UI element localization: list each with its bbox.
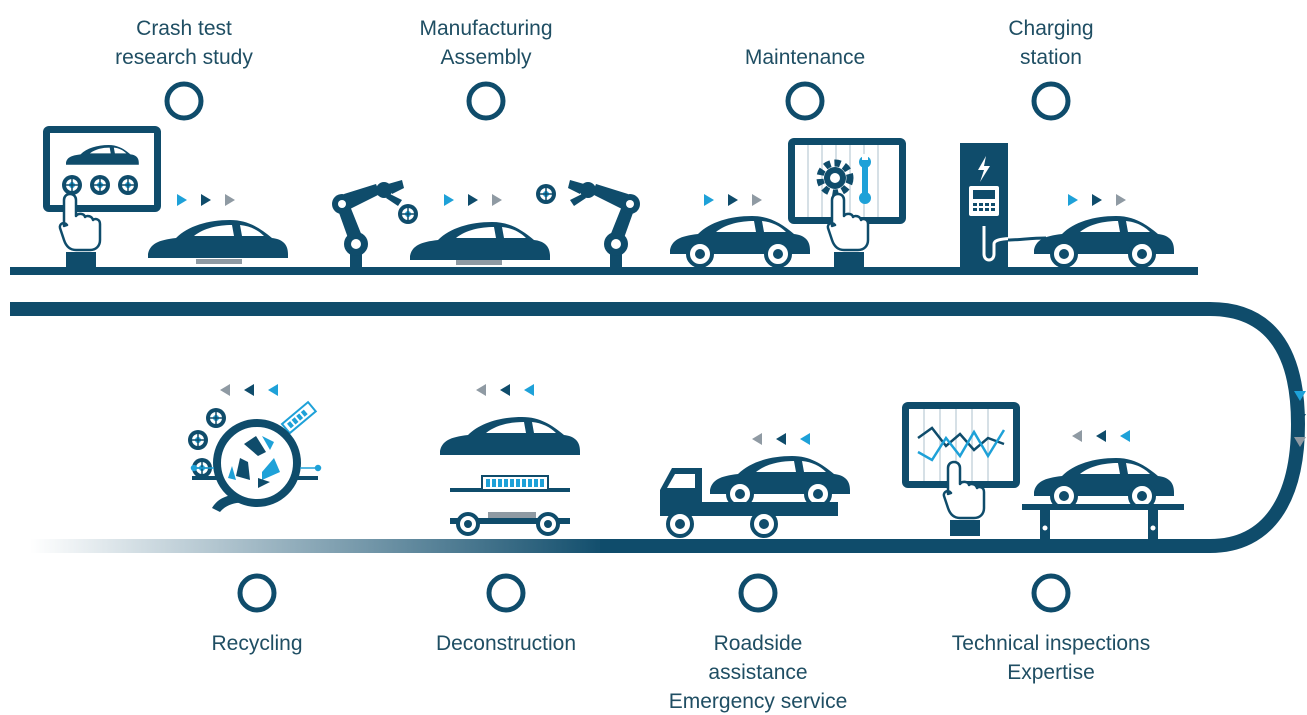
label-manufacturing-line2: Assembly: [440, 46, 532, 69]
arrows-left-icon: [220, 384, 278, 396]
label-deconstruction-line1: Deconstruction: [435, 632, 577, 655]
label-roadside: Roadside assistance Emergency service: [669, 629, 848, 715]
car-icon: [148, 220, 288, 258]
marker-roadside: [738, 573, 778, 613]
label-recycling: Recycling: [211, 629, 302, 658]
top-conveyor-line: [10, 267, 1198, 275]
label-crash-test-line1: Crash test: [136, 17, 232, 40]
car-icon: [670, 216, 810, 266]
stage-markers: [164, 81, 1071, 613]
label-crash-test-line2: research study: [115, 46, 253, 69]
robot-arm-icon: [332, 180, 404, 268]
charging-illustration: [960, 143, 1174, 267]
label-roadside-line3: Emergency service: [668, 690, 848, 713]
maintenance-illustration: [670, 138, 906, 270]
marker-crash-test: [164, 81, 204, 121]
label-charging-line2: station: [1020, 46, 1082, 69]
label-crash-test: Crash test research study: [115, 14, 253, 72]
label-maintenance: Maintenance: [745, 43, 865, 72]
car-icon: [1034, 216, 1174, 266]
lifecycle-loop-path: [10, 302, 1306, 553]
label-roadside-line2: assistance: [708, 661, 808, 684]
arrows-right-icon: [444, 194, 502, 206]
arrows-left-icon: [1072, 430, 1130, 442]
graph-line-icon: [917, 426, 1005, 452]
manufacturing-illustration: [332, 180, 640, 268]
graph-line-icon: [917, 429, 1006, 462]
roadside-illustration: [660, 433, 850, 538]
arrows-right-icon: [1068, 194, 1126, 206]
recycling-illustration: [187, 384, 322, 512]
inspections-illustration: [902, 402, 1184, 540]
car-body-icon: [440, 417, 580, 455]
tow-truck-icon: [660, 468, 838, 538]
label-inspections: Technical inspections Expertise: [952, 629, 1150, 687]
label-inspections-line2: Expertise: [1007, 661, 1095, 684]
recycle-icon: [228, 436, 280, 488]
lifecycle-fade-line: [30, 539, 610, 553]
marker-inspections: [1031, 573, 1071, 613]
label-manufacturing-line1: Manufacturing: [419, 17, 553, 40]
label-maintenance-line1: Maintenance: [744, 46, 866, 69]
label-manufacturing: Manufacturing Assembly: [419, 14, 552, 72]
marker-manufacturing: [466, 81, 506, 121]
wrench-icon: [859, 154, 871, 204]
label-charging-line1: Charging: [1008, 17, 1094, 40]
lightning-icon: [978, 156, 990, 182]
robot-arm-icon: [568, 180, 640, 268]
arrows-down-icon: [1294, 391, 1306, 447]
arrows-left-icon: [476, 384, 534, 396]
label-roadside-line1: Roadside: [713, 632, 803, 655]
magnifier-icon: [213, 419, 301, 507]
car-icon: [410, 222, 550, 260]
gear-icon: [816, 159, 854, 197]
chassis-icon: [450, 518, 570, 524]
crash-test-illustration: [43, 126, 288, 270]
arrows-left-icon: [752, 433, 810, 445]
marker-charging: [1031, 81, 1071, 121]
car-icon: [1034, 458, 1174, 508]
marker-recycling: [237, 573, 277, 613]
label-inspections-line1: Technical inspections: [951, 632, 1151, 655]
car-lift-icon: [1022, 504, 1184, 540]
label-deconstruction: Deconstruction: [436, 629, 576, 658]
deconstruction-illustration: [440, 384, 580, 536]
marker-maintenance: [785, 81, 825, 121]
battery-icon: [280, 400, 318, 435]
marker-deconstruction: [486, 573, 526, 613]
arrows-right-icon: [177, 194, 235, 206]
car-icon: [710, 456, 850, 506]
battery-pack-icon: [481, 475, 549, 491]
label-recycling-line1: Recycling: [211, 632, 303, 655]
arrows-right-icon: [704, 194, 762, 206]
label-charging: Charging station: [1008, 14, 1093, 72]
